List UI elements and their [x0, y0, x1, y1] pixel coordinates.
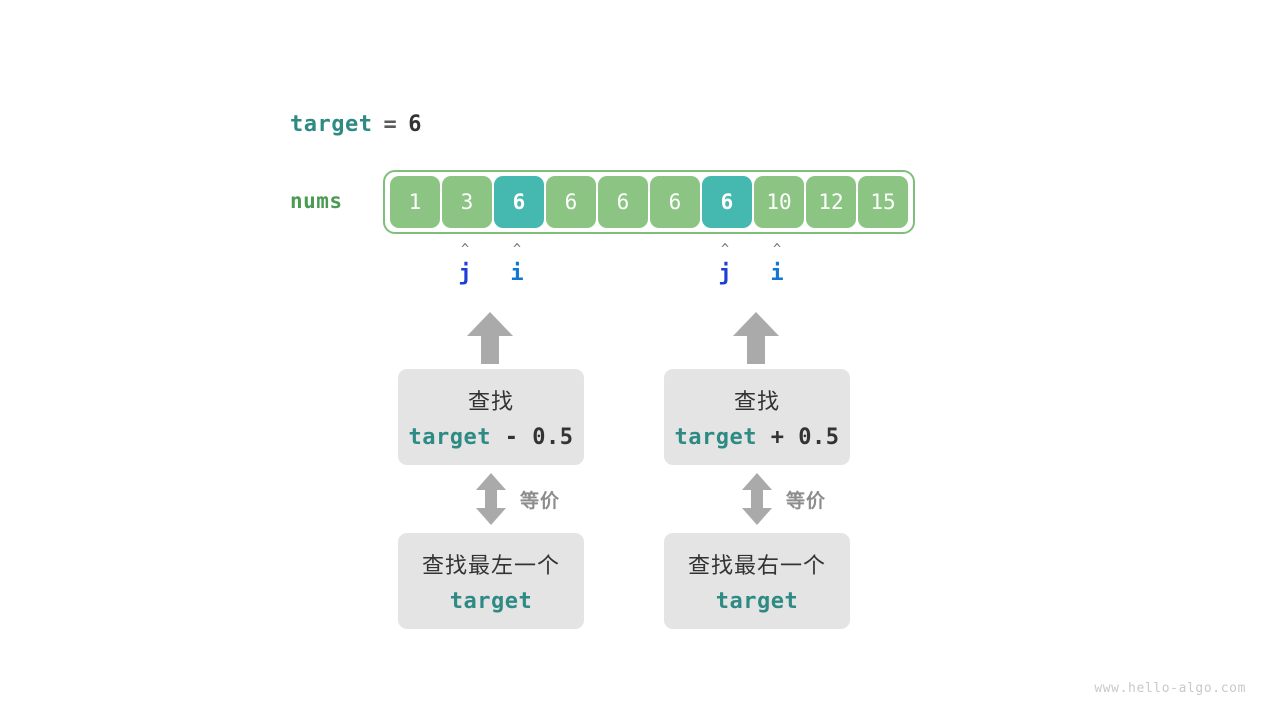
- search-offset-box: 查找 target - 0.5: [398, 369, 584, 465]
- double-arrow-icon: [742, 473, 772, 525]
- arrow-head-down: [742, 508, 772, 525]
- arrow-shaft: [481, 334, 499, 364]
- equals-operator: =: [383, 112, 398, 137]
- pointer-label: j: [458, 261, 472, 286]
- expression-keyword: target: [408, 425, 491, 450]
- expression-offset: + 0.5: [757, 425, 840, 450]
- search-goal-box: 查找最右一个 target: [664, 533, 850, 629]
- pointer-label: i: [770, 261, 784, 286]
- box-expression: target - 0.5: [409, 425, 574, 450]
- search-goal-box: 查找最左一个 target: [398, 533, 584, 629]
- array-cell: 12: [806, 176, 856, 228]
- watermark: www.hello-algo.com: [1094, 681, 1246, 696]
- arrow-shaft: [751, 489, 763, 510]
- pointer-caret-icon: ^: [461, 242, 469, 257]
- array-label: nums: [290, 189, 343, 213]
- array-cell: 6: [650, 176, 700, 228]
- pointer-marker-i: ^i: [502, 243, 532, 287]
- arrow-shaft: [747, 334, 765, 364]
- pointer-caret-icon: ^: [513, 242, 521, 257]
- pointer-marker-j: ^j: [450, 243, 480, 287]
- search-offset-box: 查找 target + 0.5: [664, 369, 850, 465]
- box-expression: target + 0.5: [675, 425, 840, 450]
- array-cell: 15: [858, 176, 908, 228]
- pointer-label: i: [510, 261, 524, 286]
- box-title-text: 查找最左一个: [421, 554, 560, 579]
- pointer-label: j: [718, 261, 732, 286]
- pointer-caret-icon: ^: [773, 242, 781, 257]
- target-value: 6: [408, 112, 422, 137]
- target-declaration: target = 6: [290, 112, 422, 137]
- box-title-text: 查找: [733, 390, 780, 415]
- expression-offset: - 0.5: [491, 425, 574, 450]
- up-arrow-icon: [467, 312, 513, 364]
- pointer-marker-j: ^j: [710, 243, 740, 287]
- array-cell: 6: [598, 176, 648, 228]
- array-cell: 3: [442, 176, 492, 228]
- array-cell: 6: [702, 176, 752, 228]
- equivalence-label: 等价: [786, 489, 827, 512]
- double-arrow-icon: [476, 473, 506, 525]
- equivalence-indicator: 等价: [476, 473, 560, 525]
- array-cell: 10: [754, 176, 804, 228]
- box-title-text: 查找: [467, 390, 514, 415]
- array-cell: 6: [494, 176, 544, 228]
- equivalence-label: 等价: [520, 489, 561, 512]
- pointer-caret-icon: ^: [721, 242, 729, 257]
- array-cell: 1: [390, 176, 440, 228]
- arrow-head-up: [742, 473, 772, 490]
- arrow-head: [733, 312, 779, 336]
- equivalence-indicator: 等价: [742, 473, 826, 525]
- box-expression: target: [449, 589, 533, 614]
- array-cell: 6: [546, 176, 596, 228]
- arrow-head: [467, 312, 513, 336]
- arrow-head-down: [476, 508, 506, 525]
- expression-keyword: target: [674, 425, 757, 450]
- target-keyword: target: [290, 112, 373, 137]
- up-arrow-icon: [733, 312, 779, 364]
- arrow-shaft: [485, 489, 497, 510]
- arrow-head-up: [476, 473, 506, 490]
- box-title-text: 查找最右一个: [687, 554, 826, 579]
- pointer-marker-i: ^i: [762, 243, 792, 287]
- box-expression: target: [715, 589, 799, 614]
